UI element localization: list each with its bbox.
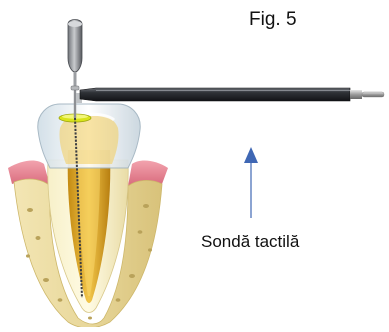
pointer-arrow xyxy=(244,147,258,218)
probe-caption: Sondă tactilă xyxy=(201,232,299,252)
tooth-crown xyxy=(38,104,140,168)
tactile-probe xyxy=(76,88,384,103)
instrument-handle xyxy=(68,20,82,91)
figure-number: Fig. 5 xyxy=(249,9,297,31)
